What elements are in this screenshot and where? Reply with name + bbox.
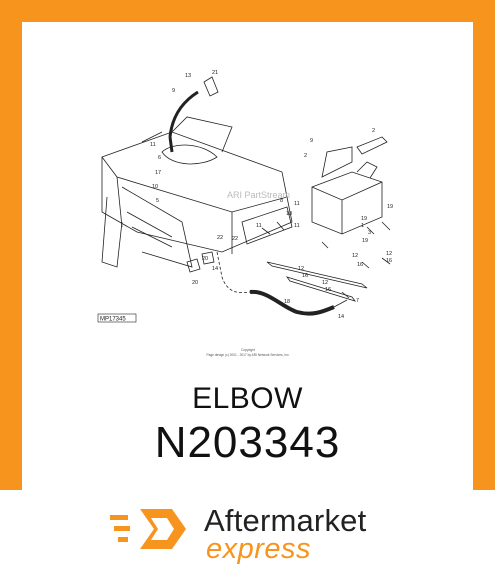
part-title: ELBOW bbox=[192, 382, 303, 415]
svg-text:21: 21 bbox=[212, 70, 218, 76]
copyright-line2: Page design (c) 2001 - 2017 by ARI Netwo… bbox=[206, 353, 289, 357]
svg-text:9: 9 bbox=[310, 138, 313, 144]
diagram-reference: MP17345 bbox=[100, 317, 126, 323]
svg-text:14: 14 bbox=[212, 266, 218, 272]
svg-text:19: 19 bbox=[361, 216, 367, 222]
svg-text:2: 2 bbox=[372, 128, 375, 134]
brand-name: Aftermarket bbox=[204, 503, 367, 538]
svg-text:19: 19 bbox=[362, 238, 368, 244]
parts-diagram: ARI PartStream 21 13 9 11 6 17 10 5 8 9 … bbox=[97, 70, 393, 357]
footer bbox=[0, 490, 495, 575]
svg-text:16: 16 bbox=[357, 262, 363, 268]
svg-text:13: 13 bbox=[185, 73, 191, 79]
svg-text:22: 22 bbox=[232, 236, 238, 242]
svg-text:5: 5 bbox=[156, 198, 159, 204]
brand-tagline: express bbox=[206, 533, 312, 565]
svg-text:16: 16 bbox=[386, 258, 392, 264]
copyright-line1: Copyright bbox=[241, 348, 255, 352]
svg-text:11: 11 bbox=[256, 223, 262, 229]
hexagon-arrow-logo-icon bbox=[110, 509, 186, 549]
product-card: ARI PartStream 21 13 9 11 6 17 10 5 8 9 … bbox=[22, 22, 473, 490]
svg-text:11: 11 bbox=[294, 223, 300, 229]
svg-text:10: 10 bbox=[152, 184, 158, 190]
svg-text:2: 2 bbox=[304, 153, 307, 159]
svg-text:16: 16 bbox=[302, 273, 308, 279]
diagram-watermark: ARI PartStream bbox=[227, 190, 290, 200]
svg-text:1: 1 bbox=[361, 223, 364, 229]
part-number: N203343 bbox=[154, 418, 341, 467]
svg-text:22: 22 bbox=[217, 235, 223, 241]
svg-text:18: 18 bbox=[286, 211, 292, 217]
svg-text:17: 17 bbox=[155, 170, 161, 176]
svg-text:16: 16 bbox=[325, 287, 331, 293]
svg-text:19: 19 bbox=[387, 204, 393, 210]
svg-text:18: 18 bbox=[284, 299, 290, 305]
svg-text:20: 20 bbox=[192, 280, 198, 286]
svg-text:9: 9 bbox=[172, 88, 175, 94]
svg-text:3: 3 bbox=[368, 230, 371, 236]
svg-text:12: 12 bbox=[322, 280, 328, 286]
svg-text:14: 14 bbox=[338, 314, 344, 320]
svg-text:8: 8 bbox=[280, 198, 283, 204]
svg-text:7: 7 bbox=[356, 298, 359, 304]
svg-text:12: 12 bbox=[386, 251, 392, 257]
svg-text:6: 6 bbox=[158, 155, 161, 161]
svg-text:20: 20 bbox=[202, 256, 208, 262]
svg-text:11: 11 bbox=[294, 201, 300, 207]
svg-text:11: 11 bbox=[150, 142, 156, 148]
svg-text:12: 12 bbox=[352, 253, 358, 259]
svg-text:12: 12 bbox=[298, 266, 304, 272]
